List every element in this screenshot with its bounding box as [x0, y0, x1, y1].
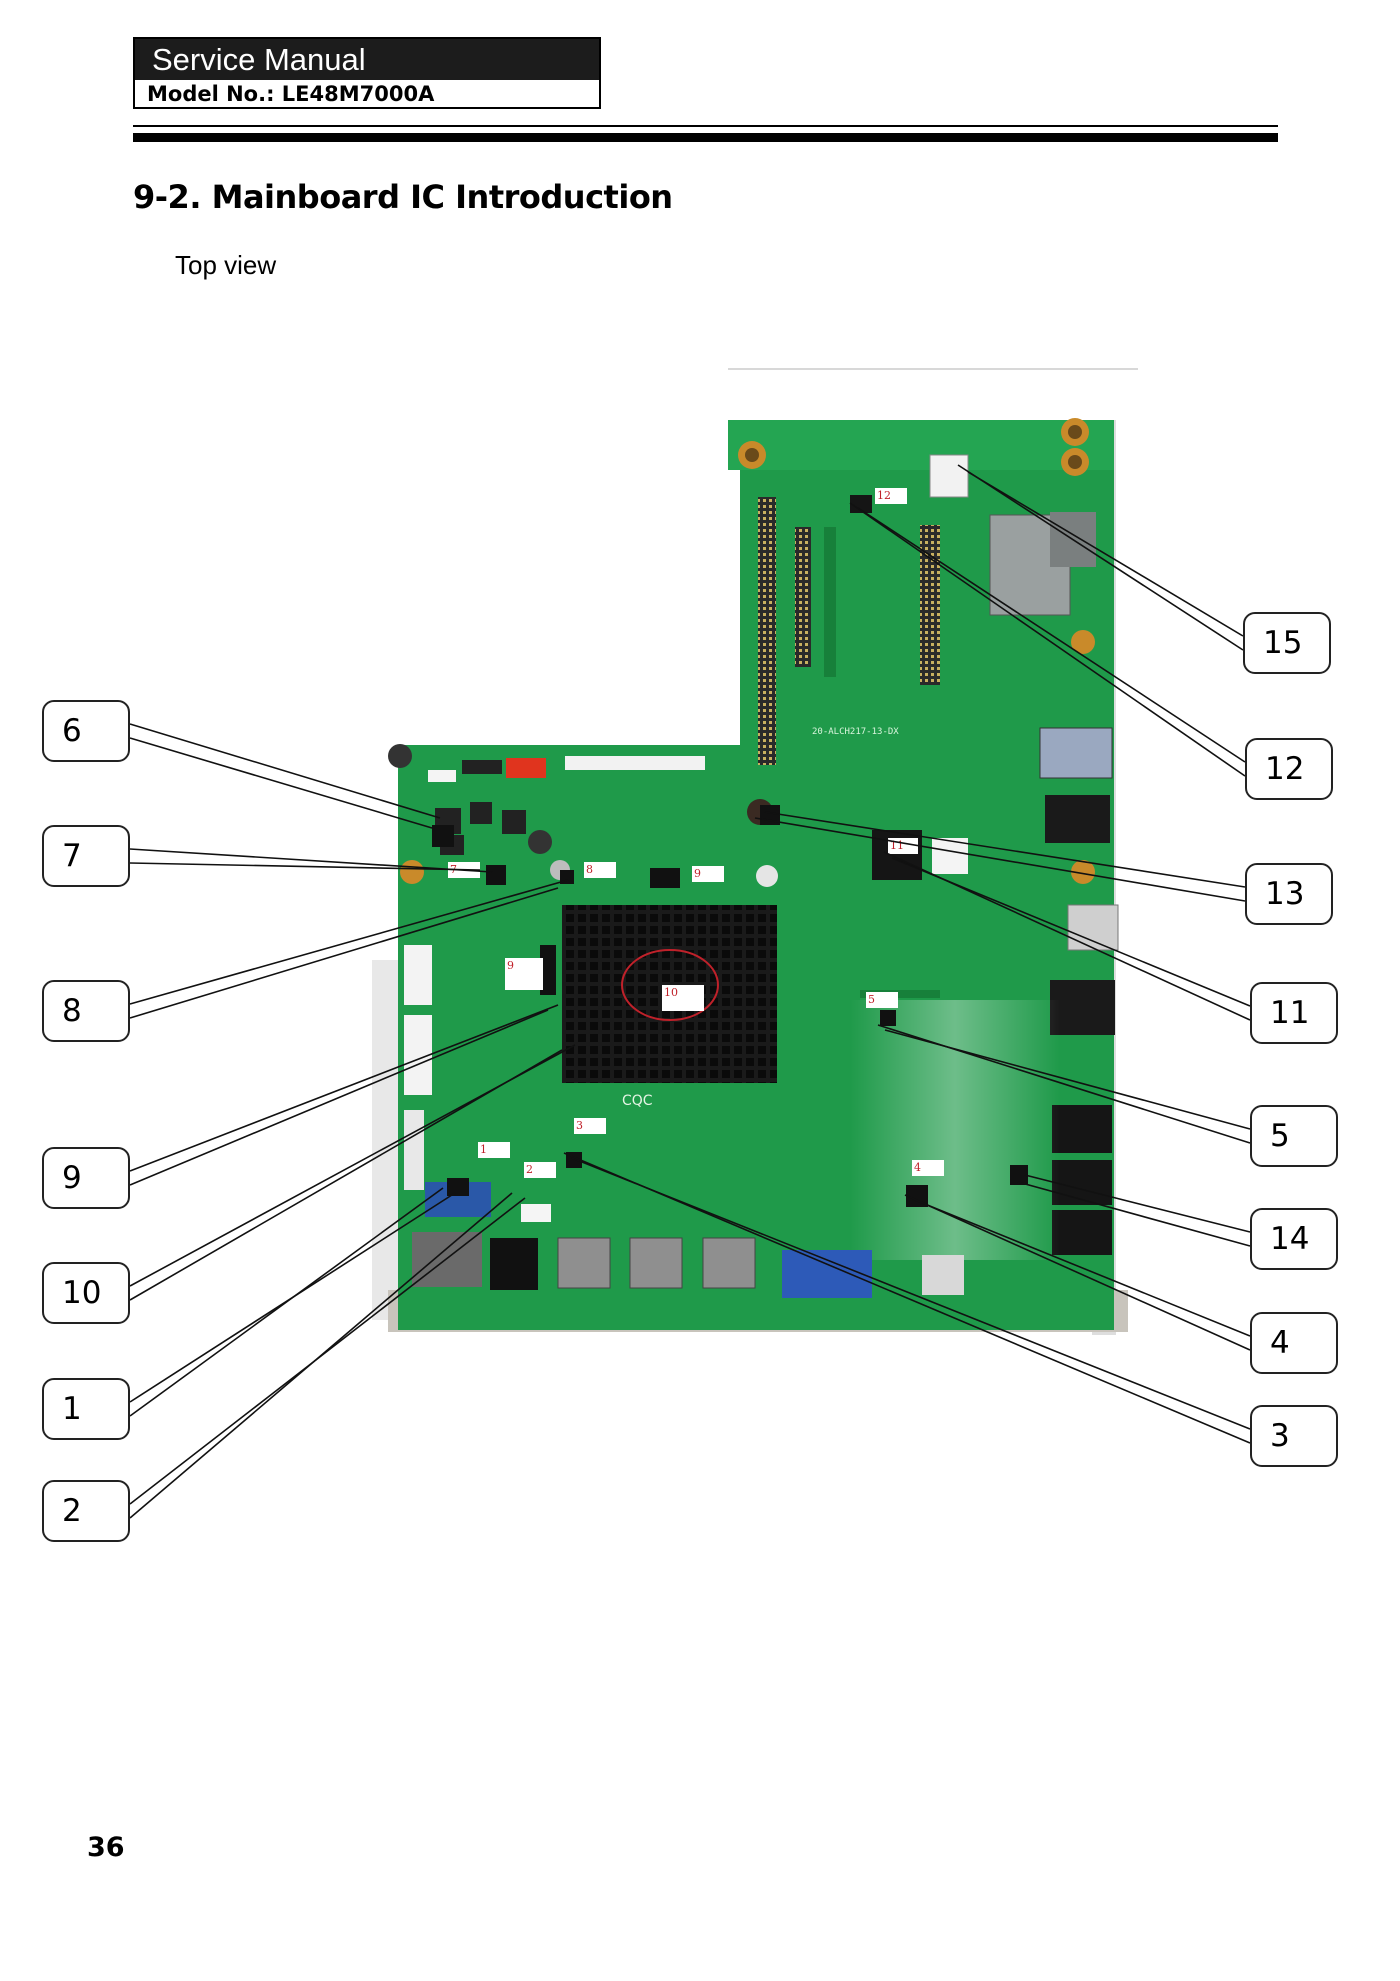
leader-line-3 — [563, 1152, 1251, 1444]
leader-line-8 — [129, 879, 569, 1005]
pcb-board — [388, 418, 1119, 1330]
chip-tag-10: 10 — [662, 985, 704, 1011]
leader-line-5 — [877, 1024, 1251, 1144]
leader-line-4 — [914, 1199, 1251, 1337]
chip-tag-2: 2 — [524, 1162, 556, 1178]
chip-tag-label: 4 — [914, 1161, 921, 1174]
callout-8: 8 — [42, 980, 130, 1042]
callout-4: 4 — [1250, 1312, 1338, 1374]
callout-13: 13 — [1245, 863, 1333, 925]
callout-5: 5 — [1250, 1105, 1338, 1167]
leader-line-6 — [129, 737, 433, 829]
board-silkscreen: 20-ALCH217-13-DX — [812, 727, 899, 737]
leader-line-7 — [129, 862, 481, 871]
chip-tag-1: 1 — [478, 1142, 510, 1158]
chip-tag-label: 5 — [868, 993, 875, 1006]
chip-tag-5: 5 — [866, 992, 898, 1008]
leader-line-14 — [1024, 1174, 1251, 1233]
header-box: Service Manual Model No.: LE48M7000A — [133, 37, 601, 109]
header-rule-thick — [133, 133, 1278, 142]
chip-tag-11: 11 — [888, 838, 918, 854]
chip-tag-label: 1 — [480, 1143, 487, 1156]
chip-tag-label: 9 — [694, 867, 701, 880]
chip-tag-8: 8 — [584, 862, 616, 878]
chip-tag-3: 3 — [574, 1118, 606, 1134]
board-cert-mark: CQC — [622, 1093, 653, 1109]
chip-tag-12: 12 — [875, 488, 907, 504]
leader-line-7 — [129, 848, 493, 873]
leader-line-13 — [754, 817, 1246, 902]
callout-6: 6 — [42, 700, 130, 762]
section-title: 9-2. Mainboard IC Introduction — [133, 178, 673, 216]
callout-11: 11 — [1250, 982, 1338, 1044]
chip-tag-label: 2 — [526, 1163, 533, 1176]
callout-14: 14 — [1250, 1208, 1338, 1270]
callout-10: 10 — [42, 1262, 130, 1324]
model-number: Model No.: LE48M7000A — [147, 82, 435, 106]
leader-line-11 — [883, 851, 1251, 1021]
callout-15: 15 — [1243, 612, 1331, 674]
chip-tag-label: 3 — [576, 1119, 583, 1132]
callout-9: 9 — [42, 1147, 130, 1209]
leader-line-9 — [129, 1004, 559, 1172]
chip-tag-9: 9 — [505, 958, 543, 990]
header-rule-thin — [133, 125, 1278, 127]
leader-lines — [129, 464, 1251, 1519]
leader-line-8 — [129, 887, 559, 1019]
figure-subtitle: Top view — [175, 250, 277, 280]
leader-line-3 — [571, 1157, 1251, 1430]
callout-1: 1 — [42, 1378, 130, 1440]
callout-7: 7 — [42, 825, 130, 887]
callout-12: 12 — [1245, 738, 1333, 800]
chip-tag-label: 9 — [507, 959, 514, 972]
leader-line-15 — [967, 471, 1244, 637]
leader-line-10 — [129, 1049, 563, 1301]
leader-line-14 — [1017, 1181, 1251, 1247]
leader-line-4 — [904, 1194, 1251, 1351]
callout-3: 3 — [1250, 1405, 1338, 1467]
leader-line-12 — [857, 507, 1246, 763]
leader-line-13 — [764, 811, 1246, 888]
chip-tag-4: 4 — [912, 1160, 944, 1176]
leader-line-6 — [129, 723, 441, 819]
leader-line-15 — [957, 464, 1244, 651]
callout-2: 2 — [42, 1480, 130, 1542]
chip-tag-label: 12 — [877, 489, 891, 502]
leader-line-1 — [129, 1187, 444, 1417]
manual-title: Service Manual — [135, 39, 599, 80]
chip-tag-9: 9 — [692, 866, 724, 882]
chip-tag-label: 10 — [664, 986, 678, 999]
leader-line-9 — [129, 1009, 549, 1186]
leader-line-12 — [849, 502, 1246, 777]
leader-line-2 — [129, 1192, 513, 1519]
chip-tag-label: 8 — [586, 863, 593, 876]
page-number: 36 — [87, 1832, 125, 1863]
